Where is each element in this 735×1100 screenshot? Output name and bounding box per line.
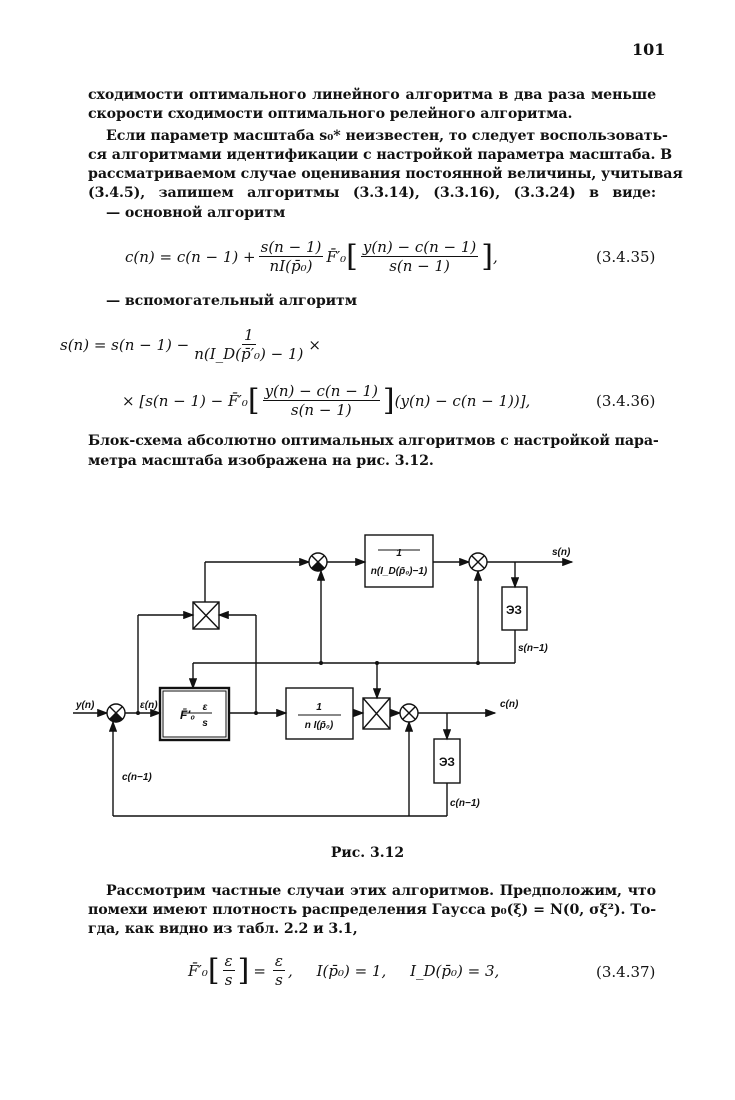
eq-part: nI(p̄₀): [269, 257, 313, 275]
equation-number: (3.4.35): [596, 248, 656, 266]
eq-part: ε: [272, 952, 285, 971]
equation-number: (3.4.37): [596, 963, 656, 981]
label-s-prev: s(n−1): [518, 643, 548, 654]
eq-part: ,: [492, 247, 498, 266]
block-f-den: s: [202, 718, 208, 729]
text-line: рассматриваемом случае оценивания постоя…: [88, 166, 683, 182]
equation-3-4-36-line2: × [s(n − 1) − F̄′₀[ y(n) − c(n − 1)s(n −…: [122, 382, 531, 419]
eq-part: c(n) = c(n − 1) +: [125, 247, 256, 266]
page-number: 101: [632, 40, 666, 59]
eq-part: y(n) − c(n − 1): [360, 238, 479, 257]
label-eps: ε(n): [140, 700, 158, 711]
block-loc-num: 1: [316, 702, 322, 713]
text-line: Блок-схема абсолютно оптимальных алгорит…: [88, 433, 659, 449]
text-line: ся алгоритмами идентификации с настройко…: [88, 147, 673, 163]
eq-part: s(n − 1): [290, 401, 352, 419]
eq-part: s: [224, 971, 233, 989]
block-scale-num: 1: [396, 548, 402, 559]
text-line: гда, как видно из табл. 2.2 и 3.1,: [88, 921, 358, 937]
eq-part: ε: [222, 952, 235, 971]
summator-icon: [106, 703, 126, 723]
eq-part: 1: [242, 326, 256, 345]
eq-part: F̄′₀: [188, 961, 208, 980]
summator-icon: [468, 552, 488, 572]
text-line: — основной алгоритм: [106, 205, 286, 221]
block-f-num: ε: [203, 702, 208, 713]
label-y: y(n): [75, 700, 95, 711]
summator-icon: [308, 552, 328, 572]
label-s: s(n): [552, 547, 571, 558]
eq-part: (y(n) − c(n − 1))],: [394, 391, 531, 410]
eq-part: ×: [308, 335, 321, 354]
label-c-prev-left: c(n−1): [122, 772, 152, 783]
eq-part: =: [253, 961, 266, 980]
label-c-prev-right: c(n−1): [450, 798, 480, 809]
text-line: помехи имеют плотность распределения Гау…: [88, 902, 656, 918]
block-f-name: F̄′₀: [180, 708, 195, 722]
text-line: сходимости оптимального линейного алгори…: [88, 87, 656, 103]
eq-part: y(n) − c(n − 1): [262, 382, 380, 401]
delay-upper: ЭЗ: [506, 603, 522, 617]
eq-part: n(I_D(p̄′₀) − 1): [194, 345, 304, 363]
delay-lower: ЭЗ: [439, 755, 455, 769]
eq-part: s: [275, 971, 283, 989]
text-line: (3.4.5), запишем алгоритмы (3.3.14), (3.…: [88, 185, 656, 201]
figure-caption: Рис. 3.12: [330, 845, 405, 861]
text-line: скорости сходимости оптимального релейно…: [88, 106, 573, 122]
text-line: — вспомогательный алгоритм: [106, 293, 357, 309]
eq-part: s(n − 1): [389, 257, 450, 275]
text-line: метра масштаба изображена на рис. 3.12.: [88, 453, 434, 469]
block-scale-den: n(I_D(p̄₀)−1): [371, 566, 428, 577]
eq-part: s(n − 1): [258, 238, 324, 257]
equation-3-4-35: c(n) = c(n − 1) + s(n − 1)nI(p̄₀) F̄′₀[ …: [125, 238, 498, 275]
eq-part: × [s(n − 1) − F̄′₀: [122, 391, 248, 410]
eq-part: F̄′₀: [326, 247, 347, 266]
summator-icon: [399, 703, 419, 723]
text-line: Рассмотрим частные случаи этих алгоритмо…: [106, 883, 656, 899]
block-loc-den: n I(p̄₀): [305, 720, 334, 731]
text-line: Если параметр масштаба s₀* неизвестен, т…: [106, 128, 668, 144]
summator-icons: [106, 552, 488, 723]
equation-number: (3.4.36): [596, 392, 656, 410]
eq-part: , I(p̄₀) = 1, I_D(p̄₀) = 3,: [287, 961, 500, 980]
eq-part: s(n) = s(n − 1) −: [60, 335, 190, 354]
label-c: c(n): [500, 699, 519, 710]
